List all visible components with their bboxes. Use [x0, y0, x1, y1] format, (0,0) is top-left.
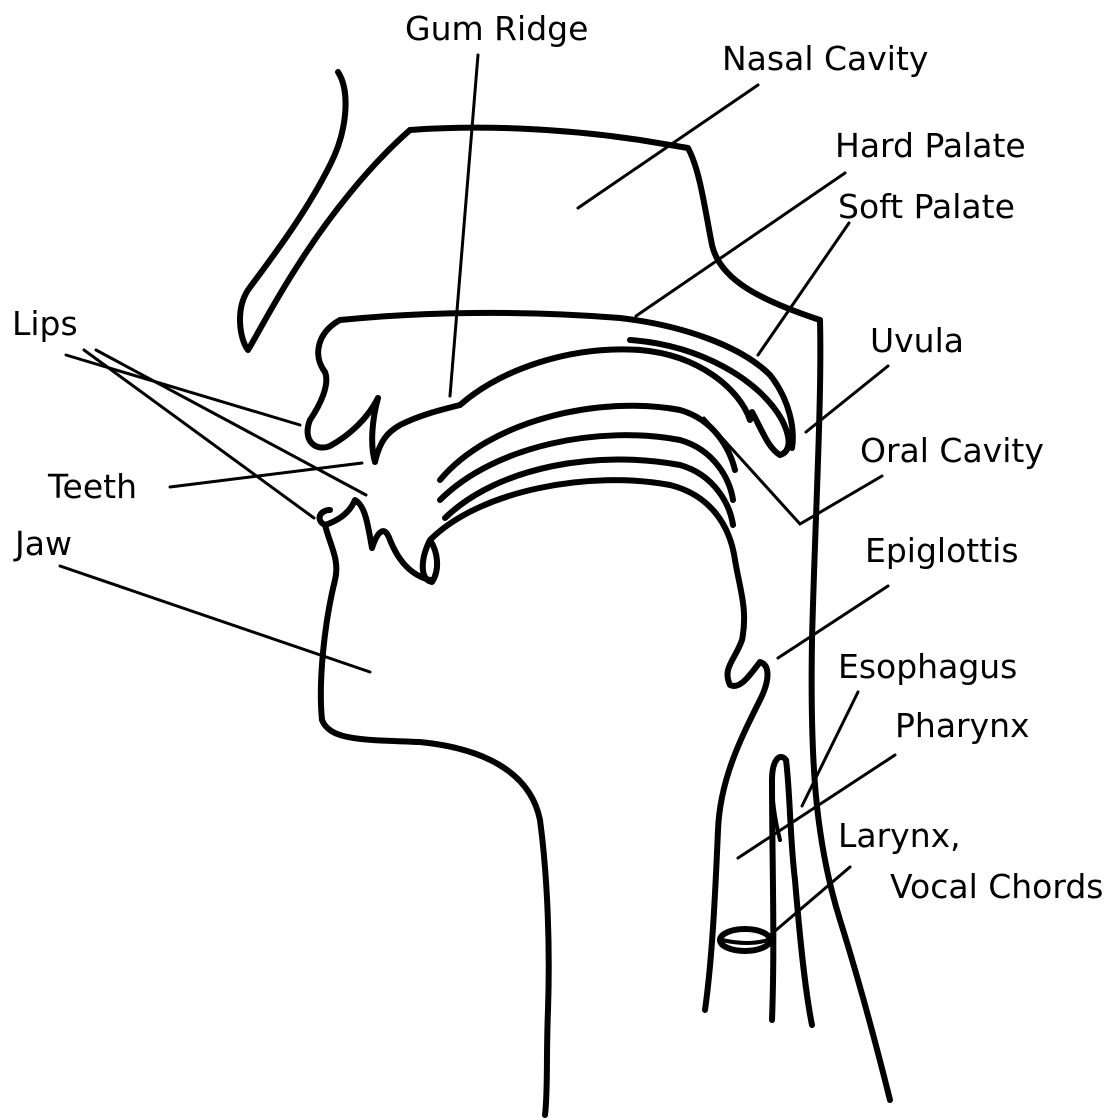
anatomy-drawing	[240, 72, 890, 1115]
label-hard-palate: Hard Palate	[835, 126, 1026, 165]
chin-jaw-outline	[321, 525, 549, 1115]
label-esophagus: Esophagus	[838, 647, 1017, 686]
label-teeth: Teeth	[47, 467, 137, 506]
label-vocal-chords: Vocal Chords	[890, 867, 1104, 906]
label-oral-cavity: Oral Cavity	[860, 431, 1044, 470]
leader-jaw	[60, 566, 370, 672]
vocal-chords-line	[722, 940, 768, 943]
label-larynx: Larynx,	[838, 816, 961, 855]
leader-gum-ridge	[450, 55, 478, 396]
label-jaw: Jaw	[13, 524, 72, 563]
labels: Gum Ridge Nasal Cavity Hard Palate Soft …	[12, 9, 1104, 906]
label-pharynx: Pharynx	[895, 706, 1030, 745]
upper-teeth	[372, 398, 460, 462]
nasal-cavity-outline	[410, 128, 820, 320]
leader-nasal-cavity	[578, 85, 758, 208]
nose-outline	[240, 72, 410, 350]
label-soft-palate: Soft Palate	[838, 187, 1015, 226]
leader-hard-palate	[636, 173, 845, 316]
upper-lip	[308, 320, 378, 448]
label-lips: Lips	[12, 304, 78, 343]
label-nasal-cavity: Nasal Cavity	[722, 39, 928, 78]
label-uvula: Uvula	[870, 321, 964, 360]
leader-lips-upper	[66, 355, 300, 425]
leader-soft-palate	[758, 223, 849, 355]
label-gum-ridge: Gum Ridge	[405, 9, 588, 48]
label-epiglottis: Epiglottis	[865, 531, 1019, 570]
